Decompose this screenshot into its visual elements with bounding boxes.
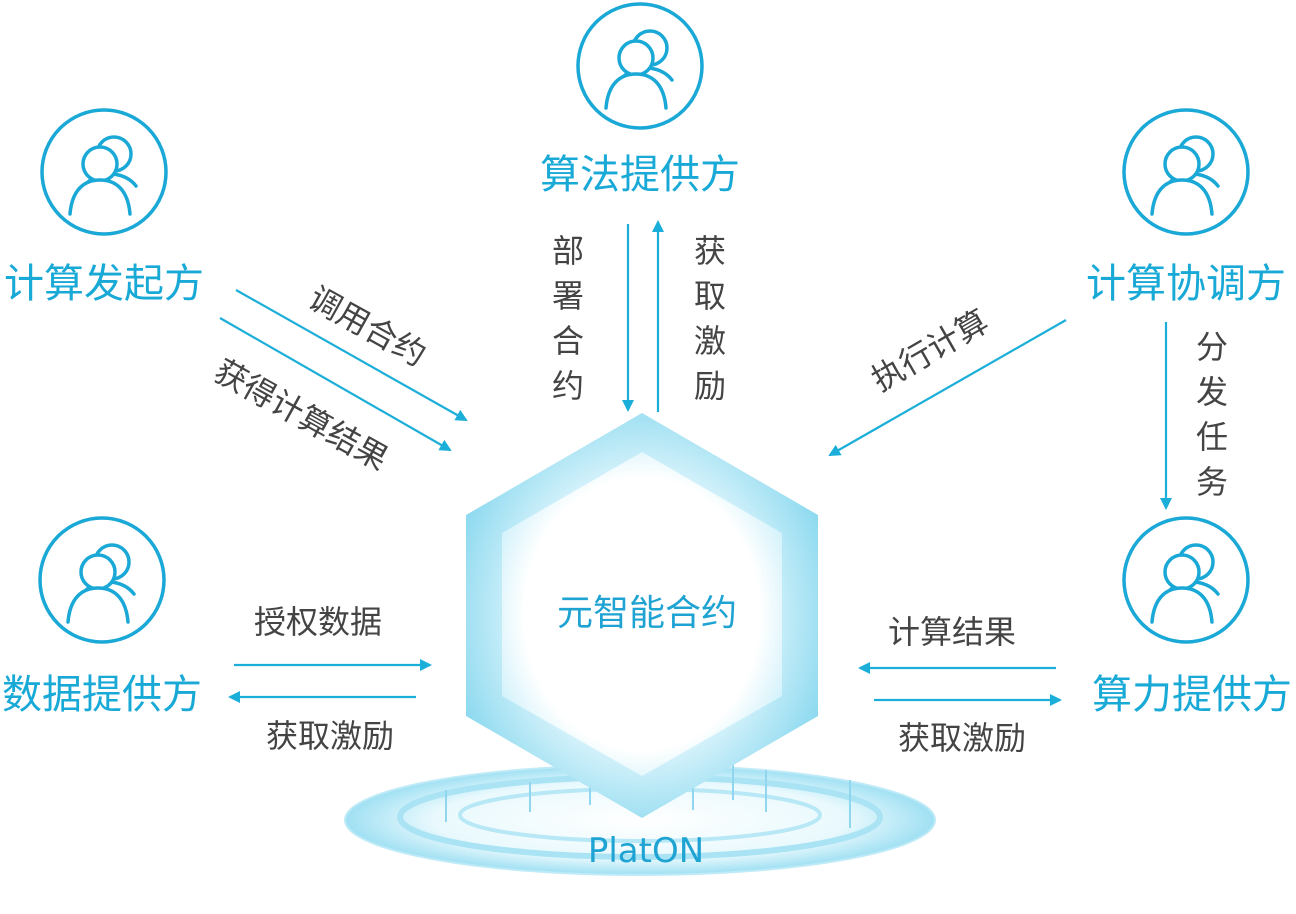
node-compute-power-provider: 算力提供方 [1092,516,1292,718]
vertical-label-char: 激 [694,322,726,360]
platform-label: PlatON [588,831,704,871]
arrows [219,220,1172,706]
node-compute-initiator: 计算发起方 [4,108,204,307]
node-data-provider: 数据提供方 [2,516,202,718]
node-compute-coordinator: 计算协调方 [1086,108,1286,307]
vertical-label-char: 分 [1196,328,1228,366]
vertical-label-char: 署 [552,277,584,315]
vertical-label-char: 励 [694,367,726,405]
vertical-label-char: 任 [1196,418,1228,456]
arrow-call-contract [235,289,468,421]
edge-label-call-contract: 调用合约 [302,279,432,374]
edge-label-authorize-data: 授权数据 [254,603,382,641]
arrow-execute-compute [828,319,1067,456]
node-label: 计算协调方 [1086,261,1286,307]
vertical-label-char: 取 [694,277,726,315]
vertical-label-char: 发 [1196,373,1228,411]
vertical-label-char: 合 [552,322,584,360]
edge-label-get-incentive-top: 获取激励 [694,232,726,405]
vertical-label-char: 约 [552,367,584,405]
arrow-get-result [219,317,452,451]
vertical-label: 分发任务 [1196,328,1228,501]
node-label: 数据提供方 [2,672,202,718]
vertical-label-char: 部 [552,232,584,270]
vertical-label: 部署合约 [552,232,584,405]
edge-label-get-incentive-right: 获取激励 [898,719,1026,757]
edge-label-compute-result: 计算结果 [888,613,1016,651]
edge-label-get-result: 获得计算结果 [208,352,394,478]
node-label: 计算发起方 [4,261,204,307]
vertical-label-char: 务 [1196,463,1228,501]
node-algorithm-provider: 算法提供方 [540,2,740,198]
smart-contract-hexagon [466,413,818,818]
center-label: 元智能合约 [557,593,737,634]
node-label: 算力提供方 [1092,672,1292,718]
edge-label-deploy-contract: 部署合约 [552,232,584,405]
vertical-label: 获取激励 [694,232,726,405]
node-label: 算法提供方 [540,152,740,198]
edge-label-dispatch-task: 分发任务 [1196,328,1228,501]
edge-label-get-incentive-left: 获取激励 [266,717,394,755]
edge-label-execute-compute: 执行计算 [865,302,995,399]
vertical-label-char: 获 [694,232,726,270]
